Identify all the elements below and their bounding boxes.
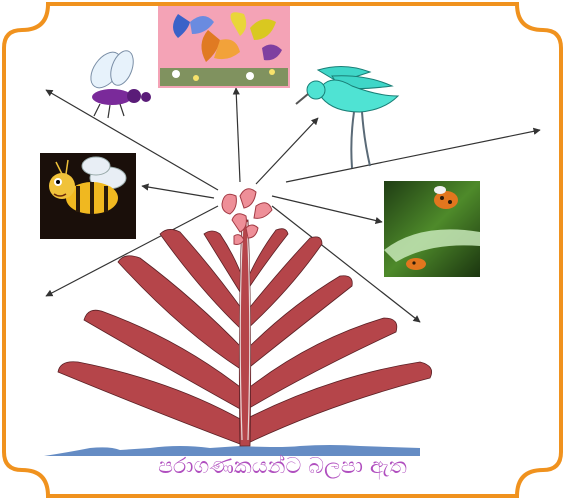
caption: පරාගණකයන්ට බලපා ඇත (0, 454, 565, 479)
flowering-plant-illustration (58, 220, 432, 446)
ladybug-photo (384, 181, 480, 277)
hummingbird-icon (296, 66, 398, 168)
arrow-to-bee (142, 186, 214, 198)
arrow-to-ladybug (272, 196, 382, 222)
butterflies-photo (158, 6, 290, 88)
bee-icon (40, 153, 136, 239)
arrow-to-hummingbird (256, 118, 318, 184)
housefly-icon (85, 47, 151, 118)
arrow-right (286, 130, 540, 182)
arrow-to-butterflies (236, 88, 240, 182)
